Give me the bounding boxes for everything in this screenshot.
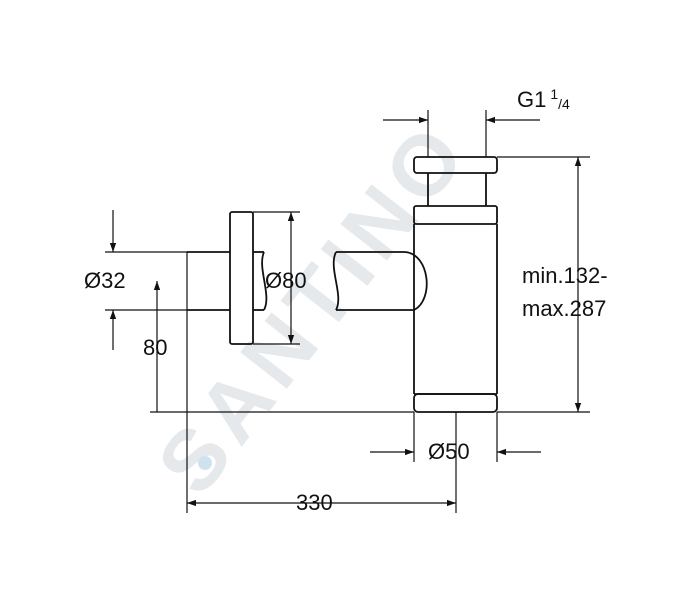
bottom-cup — [413, 393, 498, 413]
body-diameter-label: Ø50 — [428, 439, 470, 464]
pipe-break-right — [332, 251, 340, 311]
pipe-junction — [404, 251, 428, 311]
thread-sub: /4 — [558, 96, 570, 112]
length-label: 330 — [296, 490, 333, 515]
collar — [413, 205, 498, 225]
pipe-break-left — [261, 251, 268, 311]
thread-sup: 1 — [550, 86, 558, 102]
height-label-line2: max.287 — [522, 296, 606, 321]
dimension-lines — [105, 110, 590, 513]
rosette — [229, 211, 254, 345]
pipe-height-label: 80 — [143, 335, 167, 360]
rosette-diameter-label: Ø80 — [265, 268, 307, 293]
thread-prefix: G1 — [517, 87, 546, 112]
top-nut — [413, 156, 498, 174]
watermark-dot — [198, 456, 212, 470]
pipe-diameter-label: Ø32 — [84, 268, 126, 293]
height-label-line1: min.132- — [522, 263, 608, 288]
